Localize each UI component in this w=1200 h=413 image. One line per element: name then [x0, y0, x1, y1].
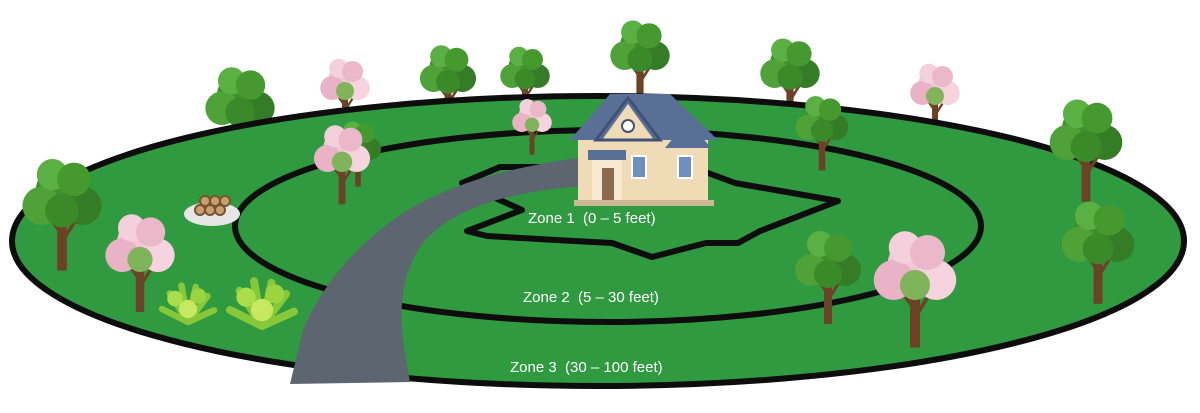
tree-icon [608, 19, 672, 106]
zone-3-label: Zone 3 (30 – 100 feet) [510, 359, 663, 376]
driveway [290, 155, 600, 384]
zone-2-label: Zone 2 (5 – 30 feet) [523, 289, 659, 306]
firewood-icon [184, 195, 240, 226]
house-icon [570, 94, 718, 206]
zone-1-label: Zone 1 (0 – 5 feet) [528, 210, 656, 227]
